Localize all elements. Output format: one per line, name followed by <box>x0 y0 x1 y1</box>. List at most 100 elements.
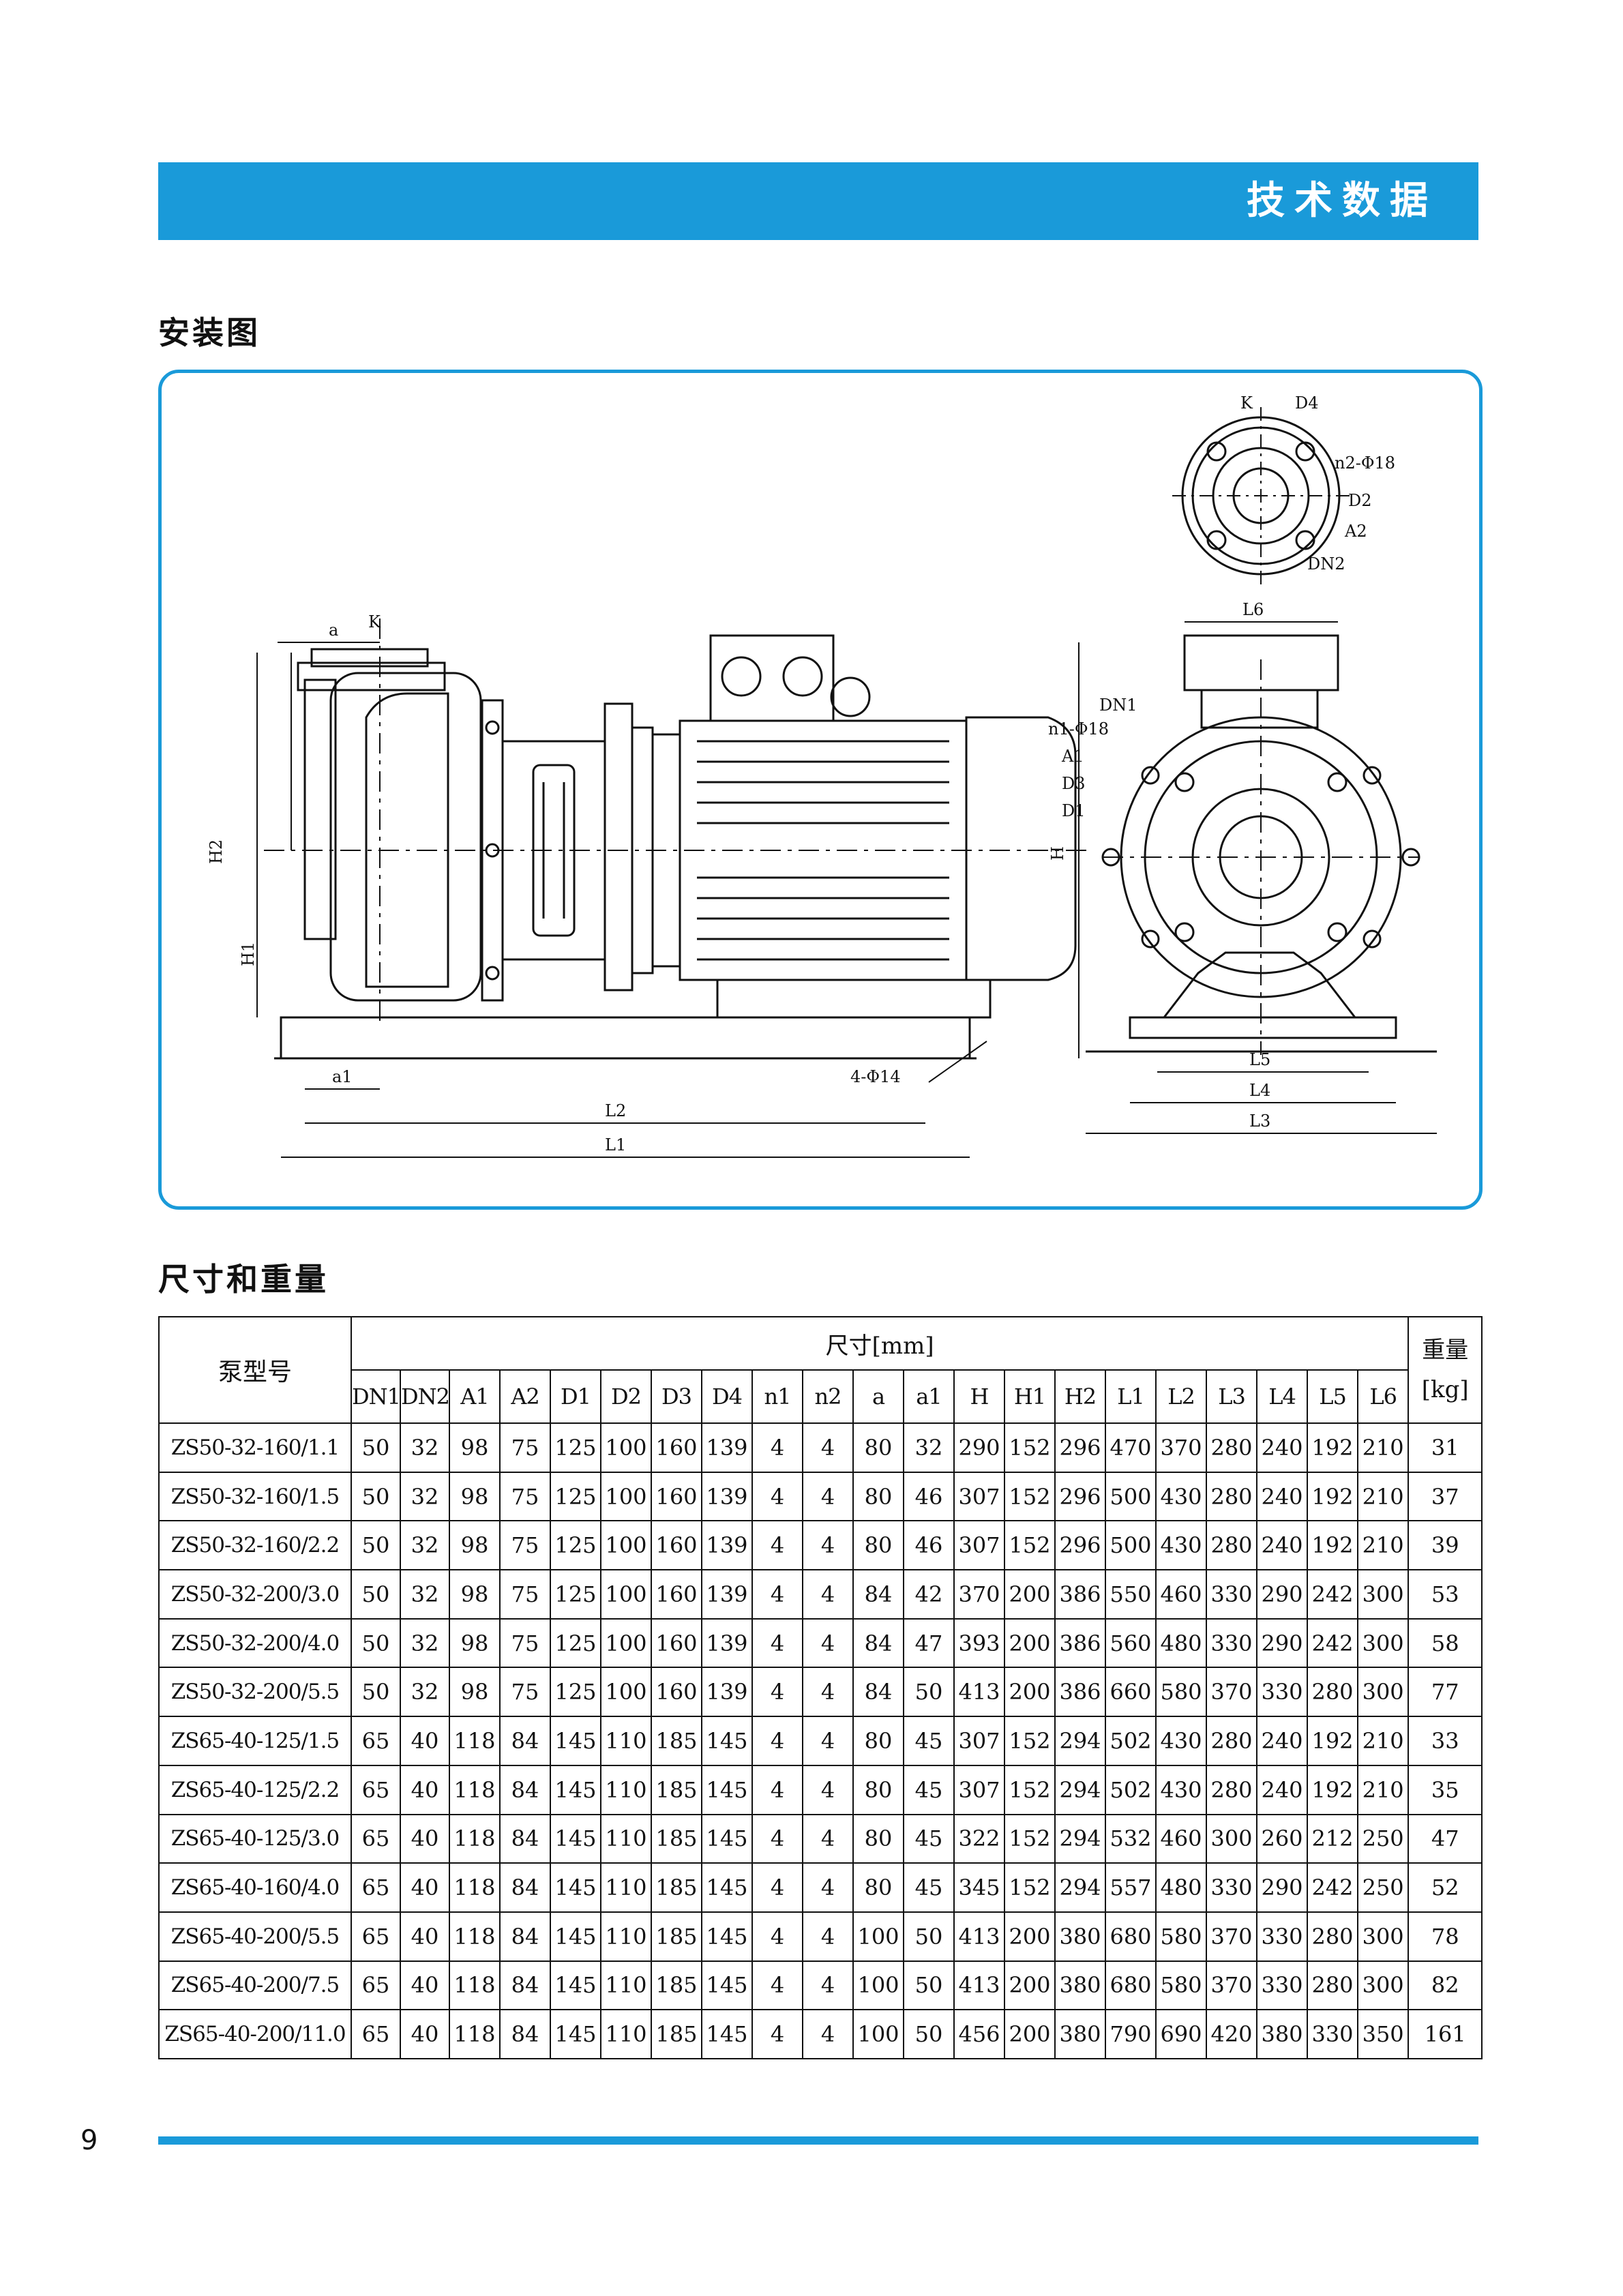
front-label-l3: L3 <box>1249 1112 1270 1131</box>
dimension-cell: 65 <box>351 2009 401 2059</box>
dimension-cell: 192 <box>1307 1764 1358 1815</box>
dimension-cell: 100 <box>600 1667 652 1718</box>
label-h: H <box>1048 846 1067 861</box>
weight-cell: 31 <box>1408 1422 1483 1473</box>
weight-cell: 47 <box>1408 1813 1483 1864</box>
column-header: D2 <box>600 1369 652 1424</box>
dimension-cell: 300 <box>1206 1813 1257 1864</box>
dimension-cell: 84 <box>499 1862 551 1913</box>
dimension-cell: 460 <box>1155 1813 1207 1864</box>
dimension-cell: 322 <box>953 1813 1005 1864</box>
model-cell: ZS65-40-125/3.0 <box>158 1813 352 1864</box>
dimension-cell: 125 <box>550 1569 601 1620</box>
dimension-cell: 185 <box>651 1813 702 1864</box>
dimension-cell: 50 <box>351 1617 401 1669</box>
model-cell: ZS50-32-200/4.0 <box>158 1617 352 1669</box>
dimension-cell: 290 <box>1256 1617 1308 1669</box>
column-header: n2 <box>802 1369 854 1424</box>
dimension-cell: 98 <box>449 1471 501 1522</box>
dimension-cell: 145 <box>701 1862 753 1913</box>
dimension-cell: 110 <box>600 1813 652 1864</box>
dimension-cell: 296 <box>1054 1422 1106 1473</box>
model-cell: ZS65-40-200/11.0 <box>158 2009 352 2059</box>
weight-cell: 78 <box>1408 1911 1483 1962</box>
dimension-cell: 125 <box>550 1422 601 1473</box>
dimension-cell: 80 <box>852 1764 904 1815</box>
dimension-cell: 65 <box>351 1911 401 1962</box>
model-cell: ZS65-40-200/5.5 <box>158 1911 352 1962</box>
dimension-cell: 45 <box>903 1716 955 1766</box>
dimension-cell: 32 <box>400 1667 450 1718</box>
dimension-cell: 152 <box>1004 1471 1056 1522</box>
dimension-cell: 294 <box>1054 1813 1106 1864</box>
dimension-cell: 152 <box>1004 1813 1056 1864</box>
dimension-cell: 32 <box>400 1617 450 1669</box>
dimension-cell: 300 <box>1356 1569 1410 1620</box>
dimension-cell: 330 <box>1307 2009 1358 2059</box>
dimension-cell: 290 <box>1256 1862 1308 1913</box>
dimension-cell: 580 <box>1155 1911 1207 1962</box>
dimension-cell: 45 <box>903 1764 955 1815</box>
model-cell: ZS50-32-160/1.5 <box>158 1471 352 1522</box>
dimension-cell: 192 <box>1307 1716 1358 1766</box>
dimension-cell: 185 <box>651 1911 702 1962</box>
dimension-cell: 100 <box>600 1422 652 1473</box>
dimension-cell: 84 <box>852 1617 904 1669</box>
dimension-cell: 300 <box>1356 1617 1410 1669</box>
dimension-cell: 280 <box>1206 1764 1257 1815</box>
dimension-cell: 330 <box>1256 1960 1308 2011</box>
dimension-cell: 118 <box>449 1960 501 2011</box>
dimension-cell: 380 <box>1054 1911 1106 1962</box>
dimension-cell: 75 <box>499 1617 551 1669</box>
dimension-cell: 300 <box>1356 1911 1410 1962</box>
dimension-cell: 160 <box>651 1422 702 1473</box>
dimension-cell: 139 <box>701 1520 753 1571</box>
front-label-a1: A1 <box>1061 747 1084 766</box>
dimension-cell: 100 <box>600 1617 652 1669</box>
dimension-cell: 100 <box>852 2009 904 2059</box>
dimension-cell: 242 <box>1307 1569 1358 1620</box>
dimension-cell: 110 <box>600 1960 652 2011</box>
dimension-cell: 65 <box>351 1813 401 1864</box>
dimension-cell: 210 <box>1356 1422 1410 1473</box>
dimension-cell: 330 <box>1256 1667 1308 1718</box>
model-cell: ZS50-32-160/2.2 <box>158 1520 352 1571</box>
dimension-cell: 240 <box>1256 1471 1308 1522</box>
dimension-cell: 470 <box>1105 1422 1157 1473</box>
dimension-cell: 110 <box>600 1716 652 1766</box>
label-holes: 4-Φ14 <box>850 1067 901 1086</box>
dimension-cell: 4 <box>802 1911 854 1962</box>
dimension-cell: 65 <box>351 1764 401 1815</box>
dimension-cell: 152 <box>1004 1862 1056 1913</box>
dimension-cell: 118 <box>449 1813 501 1864</box>
dimension-cell: 4 <box>802 1764 854 1815</box>
dimension-cell: 50 <box>351 1520 401 1571</box>
label-a: a <box>329 621 338 640</box>
dimension-cell: 145 <box>701 1911 753 1962</box>
weight-cell: 58 <box>1408 1617 1483 1669</box>
dimension-cell: 330 <box>1206 1862 1257 1913</box>
dimension-cell: 75 <box>499 1422 551 1473</box>
column-header: L6 <box>1356 1369 1410 1424</box>
dimension-cell: 250 <box>1356 1813 1410 1864</box>
weight-header-line2: [kg] <box>1421 1376 1469 1403</box>
dimension-cell: 4 <box>751 1911 803 1962</box>
dimension-cell: 330 <box>1206 1617 1257 1669</box>
dimension-cell: 32 <box>400 1569 450 1620</box>
dimension-cell: 50 <box>351 1422 401 1473</box>
dimension-cell: 40 <box>400 1960 450 2011</box>
dimension-cell: 294 <box>1054 1764 1106 1815</box>
dimension-cell: 185 <box>651 1764 702 1815</box>
column-header: L3 <box>1206 1369 1257 1424</box>
dimension-cell: 40 <box>400 1813 450 1864</box>
dimension-cell: 145 <box>701 1813 753 1864</box>
dimension-cell: 242 <box>1307 1862 1358 1913</box>
dimension-cell: 145 <box>701 1764 753 1815</box>
column-header: n1 <box>751 1369 803 1424</box>
